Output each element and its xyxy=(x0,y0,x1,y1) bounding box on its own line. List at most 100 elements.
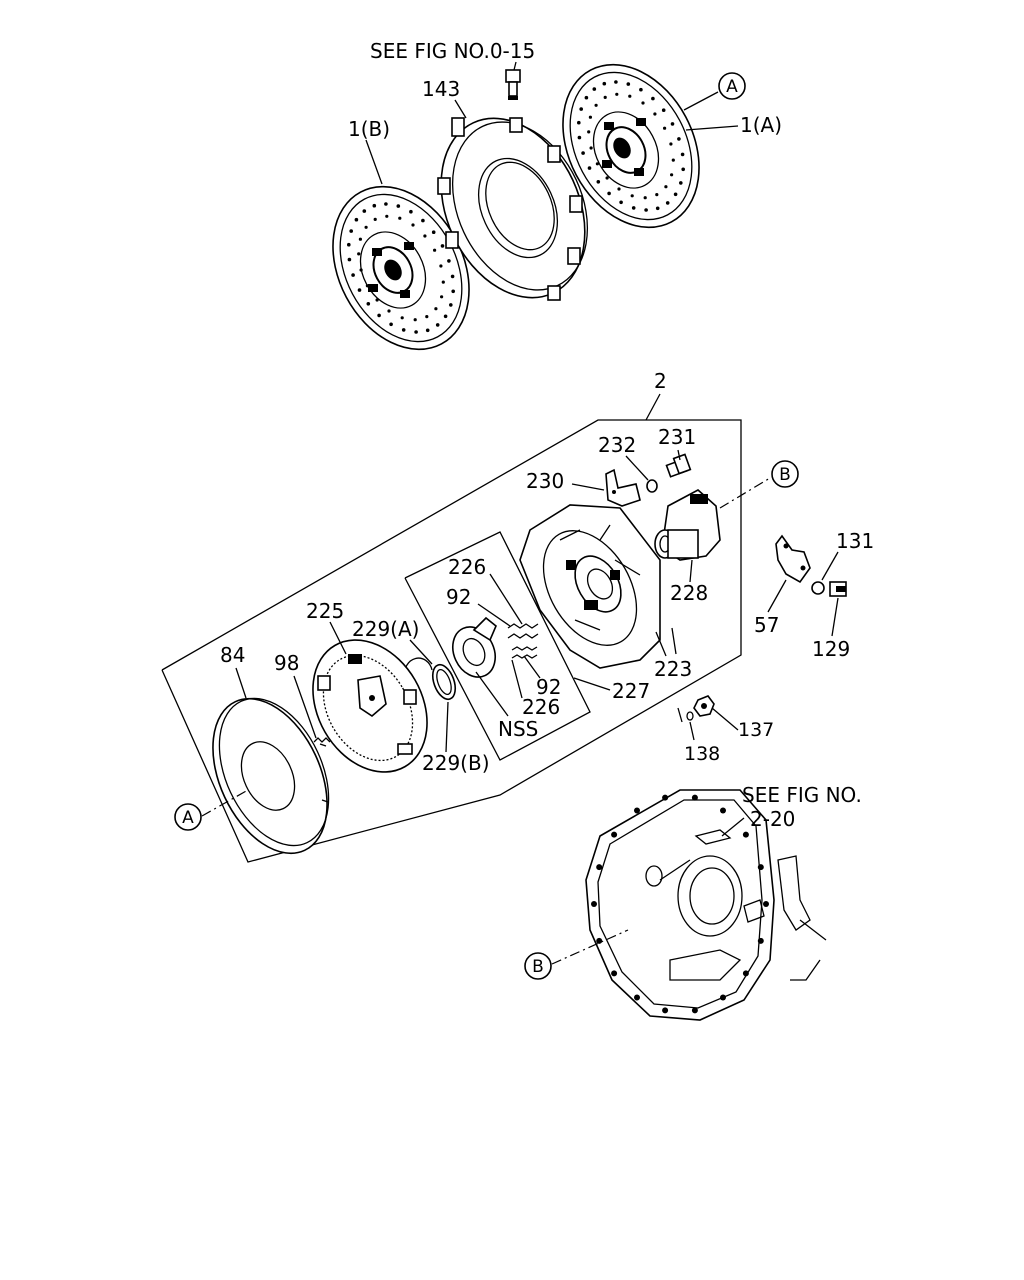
hole-icon xyxy=(589,146,593,150)
hole-icon xyxy=(631,206,636,210)
hole-icon xyxy=(614,80,618,84)
hole-icon xyxy=(451,289,456,294)
svg-text:A: A xyxy=(726,77,738,97)
hole-icon xyxy=(398,216,402,220)
ref-bottom-line2: 2-20 xyxy=(750,807,795,831)
hole-icon xyxy=(579,107,583,111)
hole-icon xyxy=(757,864,764,871)
assembly-outline-2 xyxy=(161,419,742,863)
label-223: 223 xyxy=(654,657,692,681)
hole-icon xyxy=(434,307,438,311)
hole-icon xyxy=(592,87,597,91)
spring-98 xyxy=(313,737,331,743)
hole-icon xyxy=(653,112,657,116)
label-1a: 1(A) xyxy=(740,113,782,137)
hole-icon xyxy=(364,225,368,229)
release-bearing-227 xyxy=(452,616,497,678)
hole-icon xyxy=(628,94,632,98)
label-92-lower: 92 xyxy=(536,675,561,699)
label-226-lower: 226 xyxy=(522,695,560,719)
hole-icon xyxy=(362,209,367,213)
hole-icon xyxy=(679,181,683,185)
hole-icon xyxy=(411,223,415,227)
hole-icon xyxy=(596,180,601,184)
label-98: 98 xyxy=(274,651,299,675)
hole-icon xyxy=(384,202,388,206)
hole-icon xyxy=(655,206,660,211)
hole-icon xyxy=(643,196,647,200)
hole-icon xyxy=(626,82,631,86)
bolt-icon xyxy=(505,69,521,100)
hole-icon xyxy=(400,316,404,320)
hole-icon xyxy=(577,120,581,125)
hole-icon xyxy=(358,237,362,241)
svg-text:B: B xyxy=(779,465,791,485)
bolt-231 xyxy=(665,453,692,478)
label-227: 227 xyxy=(612,679,650,703)
label-nss: NSS xyxy=(498,717,538,741)
hole-icon xyxy=(351,273,355,277)
hole-icon xyxy=(588,115,593,119)
washer-131 xyxy=(811,581,825,595)
hole-icon xyxy=(720,807,726,814)
hole-icon xyxy=(655,193,659,197)
hole-icon xyxy=(347,257,352,262)
hole-icon xyxy=(611,831,618,838)
hole-icon xyxy=(671,158,675,162)
hole-icon xyxy=(354,217,359,222)
hole-icon xyxy=(611,970,618,977)
hole-icon xyxy=(439,264,443,268)
hole-icon xyxy=(691,794,698,801)
lever-57 xyxy=(775,534,811,584)
svg-text:A: A xyxy=(182,808,194,828)
hole-icon xyxy=(742,970,749,977)
hole-icon xyxy=(634,994,640,1001)
hole-icon xyxy=(577,135,582,140)
hole-icon xyxy=(414,330,418,334)
hole-icon xyxy=(366,302,371,306)
hole-icon xyxy=(681,167,685,172)
hole-icon xyxy=(605,176,609,180)
hole-icon xyxy=(387,309,391,313)
hole-icon xyxy=(372,203,377,208)
hole-icon xyxy=(443,314,448,319)
hole-icon xyxy=(413,318,417,322)
hole-icon xyxy=(742,831,749,838)
label-2: 2 xyxy=(654,369,667,393)
svg-text:B: B xyxy=(532,957,544,977)
washer-232 xyxy=(646,479,658,493)
hole-icon xyxy=(587,130,591,134)
hole-icon xyxy=(644,208,648,212)
callout-b-bottom: B xyxy=(524,952,552,980)
label-228: 228 xyxy=(670,581,708,605)
label-229a: 229(A) xyxy=(352,617,419,641)
hole-icon xyxy=(357,288,362,292)
label-230: 230 xyxy=(526,469,564,493)
hole-icon xyxy=(431,230,436,234)
ring-229b xyxy=(431,663,457,701)
friction-disc-84 xyxy=(212,697,330,855)
hole-icon xyxy=(447,259,451,263)
hole-icon xyxy=(347,242,351,247)
hole-icon xyxy=(423,234,427,238)
ref-bottom-line1: SEE FIG NO. xyxy=(742,783,862,807)
hole-icon xyxy=(389,322,393,327)
hole-icon xyxy=(677,137,681,141)
hole-icon xyxy=(634,807,640,814)
hole-icon xyxy=(619,200,623,205)
hole-icon xyxy=(440,295,444,299)
hole-icon xyxy=(594,103,598,107)
label-138: 138 xyxy=(684,743,720,765)
hole-icon xyxy=(662,794,669,801)
hole-icon xyxy=(449,303,453,307)
callout-a-top: A xyxy=(718,72,746,100)
hole-icon xyxy=(680,152,685,157)
pin-138 xyxy=(677,707,694,723)
label-129: 129 xyxy=(812,637,850,661)
hole-icon xyxy=(396,204,401,208)
hole-icon xyxy=(425,315,429,319)
hole-icon xyxy=(673,192,678,197)
ref-top-label: SEE FIG NO.0-15 xyxy=(370,39,535,63)
nss-subgroup-outline xyxy=(404,531,591,761)
